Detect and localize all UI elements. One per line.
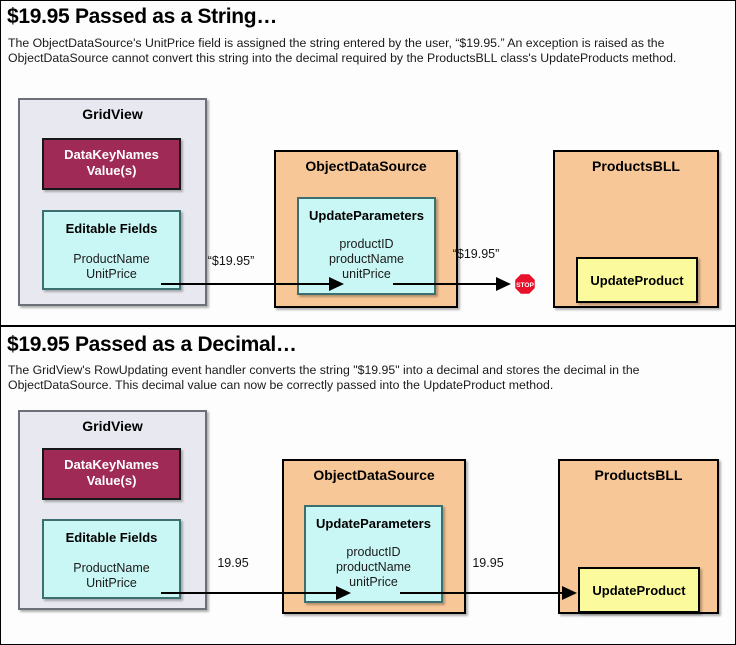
flow-arrow-ods-to-bll xyxy=(400,586,577,600)
editable-field-productname: ProductName xyxy=(73,252,150,266)
updateparameters-title: UpdateParameters xyxy=(309,208,424,223)
datakeynames-line2: Value(s) xyxy=(86,163,137,178)
section-passed-as-string: $19.95 Passed as a String… The ObjectDat… xyxy=(1,1,735,327)
stop-sign-text: STOP xyxy=(516,282,534,289)
gridview-title: GridView xyxy=(82,418,143,434)
update-param-unitprice: unitPrice xyxy=(349,575,398,589)
productsbll-title: ProductsBLL xyxy=(592,158,680,174)
update-param-unitprice: unitPrice xyxy=(342,267,391,281)
productsbll-title: ProductsBLL xyxy=(594,467,683,483)
flow-label-gridview-to-ods: 19.95 xyxy=(217,556,249,570)
update-param-productid: productID xyxy=(339,237,394,251)
update-param-productid: productID xyxy=(346,545,401,559)
datakeynames-line2: Value(s) xyxy=(86,473,137,488)
section-title: $19.95 Passed as a String… xyxy=(7,5,278,28)
updateproduct-box: UpdateProduct xyxy=(578,567,700,613)
stop-sign-icon: STOP xyxy=(514,273,536,295)
flow-arrow-ods-to-bll xyxy=(393,277,511,291)
flow-arrow-gridview-to-ods xyxy=(161,586,351,600)
section-passed-as-decimal: $19.95 Passed as a Decimal… The GridView… xyxy=(1,327,735,644)
objectdatasource-title: ObjectDataSource xyxy=(305,158,427,174)
update-param-productname: productName xyxy=(328,252,405,266)
updateproduct-box: UpdateProduct xyxy=(576,257,698,303)
updateproduct-label: UpdateProduct xyxy=(592,583,686,598)
updateparameters-title: UpdateParameters xyxy=(316,516,431,531)
editable-fields-box: Editable Fields ProductName UnitPrice xyxy=(42,519,181,599)
editable-fields-title: Editable Fields xyxy=(65,530,158,545)
section-description: The GridView's RowUpdating event handler… xyxy=(8,363,640,393)
datakeynames-line1: DataKeyNames xyxy=(64,147,159,162)
gridview-title: GridView xyxy=(82,106,143,122)
datakeynames-line1: DataKeyNames xyxy=(64,457,159,472)
flow-arrow-gridview-to-ods xyxy=(161,277,344,291)
flow-label-gridview-to-ods: “$19.95” xyxy=(207,254,255,268)
updateproduct-label: UpdateProduct xyxy=(590,273,684,288)
editable-field-productname: ProductName xyxy=(73,561,150,575)
flow-label-ods-to-bll: “$19.95” xyxy=(452,247,500,261)
section-description: The ObjectDataSource's UnitPrice field i… xyxy=(8,36,677,66)
editable-field-unitprice: UnitPrice xyxy=(86,267,137,281)
updateparameters-box: UpdateParameters productID productName u… xyxy=(297,197,436,295)
section-title: $19.95 Passed as a Decimal… xyxy=(7,333,297,356)
updateparameters-box: UpdateParameters productID productName u… xyxy=(304,505,443,603)
update-param-productname: productName xyxy=(335,560,412,574)
flow-label-ods-to-bll: 19.95 xyxy=(472,556,504,570)
objectdatasource-title: ObjectDataSource xyxy=(313,467,435,483)
editable-fields-title: Editable Fields xyxy=(65,221,158,236)
datakeynames-box: DataKeyNames Value(s) xyxy=(42,138,181,190)
editable-field-unitprice: UnitPrice xyxy=(86,576,137,590)
datakeynames-box: DataKeyNames Value(s) xyxy=(42,448,181,500)
editable-fields-box: Editable Fields ProductName UnitPrice xyxy=(42,210,181,290)
